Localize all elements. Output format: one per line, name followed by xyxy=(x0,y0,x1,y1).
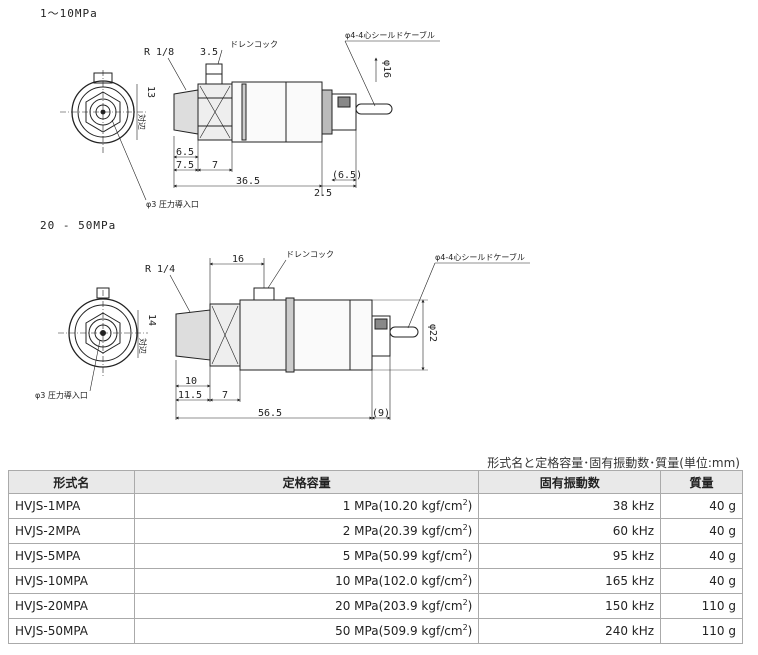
bottom-phi22: φ22 xyxy=(427,324,438,342)
top-drain-label: ドレンコック xyxy=(230,40,278,49)
table-row: HVJS-2MPA 2 MPa(20.39 kgf/cm2) 60 kHz 40… xyxy=(8,518,743,544)
top-range-header: 1～10MPa xyxy=(40,7,98,20)
bottom-dim-56-5: 56.5 xyxy=(258,408,282,419)
cell-model: HVJS-10MPA xyxy=(8,568,135,594)
table-row: HVJS-10MPA 10 MPa(102.0 kgf/cm2) 165 kHz… xyxy=(8,568,743,594)
top-thread-r: R 1/8 xyxy=(144,47,174,58)
top-phi16: φ16 xyxy=(381,60,392,78)
top-dim-7-5: 7.5 xyxy=(176,160,194,171)
table-header-row: 形式名 定格容量 固有振動数 質量 xyxy=(8,470,743,494)
top-port-label: φ3 圧力導入口 xyxy=(146,199,199,209)
bottom-thread-r: R 1/4 xyxy=(145,264,175,275)
top-dim-6-5-ref: (6.5) xyxy=(332,170,362,181)
top-dim-7: 7 xyxy=(212,160,218,171)
cell-capacity: 50 MPa(509.9 kgf/cm2) xyxy=(133,618,480,644)
bottom-dim-11-5: 11.5 xyxy=(178,390,202,401)
cell-mass: 110 g xyxy=(660,618,743,644)
cell-mass: 40 g xyxy=(660,493,743,519)
header-model: 形式名 xyxy=(8,470,135,494)
cell-frequency: 165 kHz xyxy=(478,568,662,594)
cell-frequency: 95 kHz xyxy=(478,543,662,569)
top-dim-6-5: 6.5 xyxy=(176,147,194,158)
bottom-end-view xyxy=(58,287,148,378)
cell-capacity: 2 MPa(20.39 kgf/cm2) xyxy=(133,518,480,544)
cell-capacity: 1 MPa(10.20 kgf/cm2) xyxy=(133,493,480,519)
cell-model: HVJS-5MPA xyxy=(8,543,135,569)
bottom-dim-9-ref: (9) xyxy=(372,408,390,419)
top-taikyo-label: 対辺 xyxy=(137,114,147,130)
bottom-dim-7: 7 xyxy=(222,390,228,401)
cell-capacity: 10 MPa(102.0 kgf/cm2) xyxy=(133,568,480,594)
cell-mass: 40 g xyxy=(660,543,743,569)
top-cable-label: φ4-4心シールドケーブル xyxy=(345,30,435,40)
table-row: HVJS-5MPA 5 MPa(50.99 kgf/cm2) 95 kHz 40… xyxy=(8,543,743,569)
cell-frequency: 60 kHz xyxy=(478,518,662,544)
top-side-view xyxy=(173,63,393,143)
cell-frequency: 150 kHz xyxy=(478,593,662,619)
table-caption: 形式名と定格容量･固有振動数･質量(単位:mm) xyxy=(487,456,740,470)
header-frequency: 固有振動数 xyxy=(478,470,662,494)
cell-mass: 110 g xyxy=(660,593,743,619)
table-row: HVJS-20MPA 20 MPa(203.9 kgf/cm2) 150 kHz… xyxy=(8,593,743,619)
bottom-side-view xyxy=(175,287,419,373)
cell-mass: 40 g xyxy=(660,568,743,594)
cell-model: HVJS-1MPA xyxy=(8,493,135,519)
cell-model: HVJS-50MPA xyxy=(8,618,135,644)
bottom-taikyo-label: 対辺 xyxy=(138,338,148,354)
top-dim-36-5: 36.5 xyxy=(236,176,260,187)
bottom-dim-16: 16 xyxy=(232,254,244,265)
top-end-view xyxy=(60,70,146,155)
bottom-range-header: 20 - 50MPa xyxy=(40,219,116,232)
bottom-cable-label: φ4-4心シールドケーブル xyxy=(435,252,525,262)
bottom-port-label: φ3 圧力導入口 xyxy=(35,390,88,400)
bottom-dim-10: 10 xyxy=(185,376,197,387)
cell-frequency: 240 kHz xyxy=(478,618,662,644)
cell-frequency: 38 kHz xyxy=(478,493,662,519)
header-capacity: 定格容量 xyxy=(133,470,480,494)
spec-table: 形式名 定格容量 固有振動数 質量 HVJS-1MPA 1 MPa(10.20 … xyxy=(8,470,743,644)
cell-model: HVJS-2MPA xyxy=(8,518,135,544)
bottom-dim-14: 14 xyxy=(146,314,157,326)
header-mass: 質量 xyxy=(660,470,743,494)
cell-capacity: 5 MPa(50.99 kgf/cm2) xyxy=(133,543,480,569)
cell-mass: 40 g xyxy=(660,518,743,544)
top-dim-3-5: 3.5 xyxy=(200,47,218,58)
cell-capacity: 20 MPa(203.9 kgf/cm2) xyxy=(133,593,480,619)
cell-model: HVJS-20MPA xyxy=(8,593,135,619)
table-row: HVJS-1MPA 1 MPa(10.20 kgf/cm2) 38 kHz 40… xyxy=(8,493,743,519)
technical-drawing: 1～10MPa 13 対辺 xyxy=(35,7,530,420)
top-dim-2-5: 2.5 xyxy=(314,188,332,199)
top-dim-13: 13 xyxy=(145,86,156,98)
table-row: HVJS-50MPA 50 MPa(509.9 kgf/cm2) 240 kHz… xyxy=(8,618,743,644)
bottom-drain-label: ドレンコック xyxy=(286,250,334,259)
